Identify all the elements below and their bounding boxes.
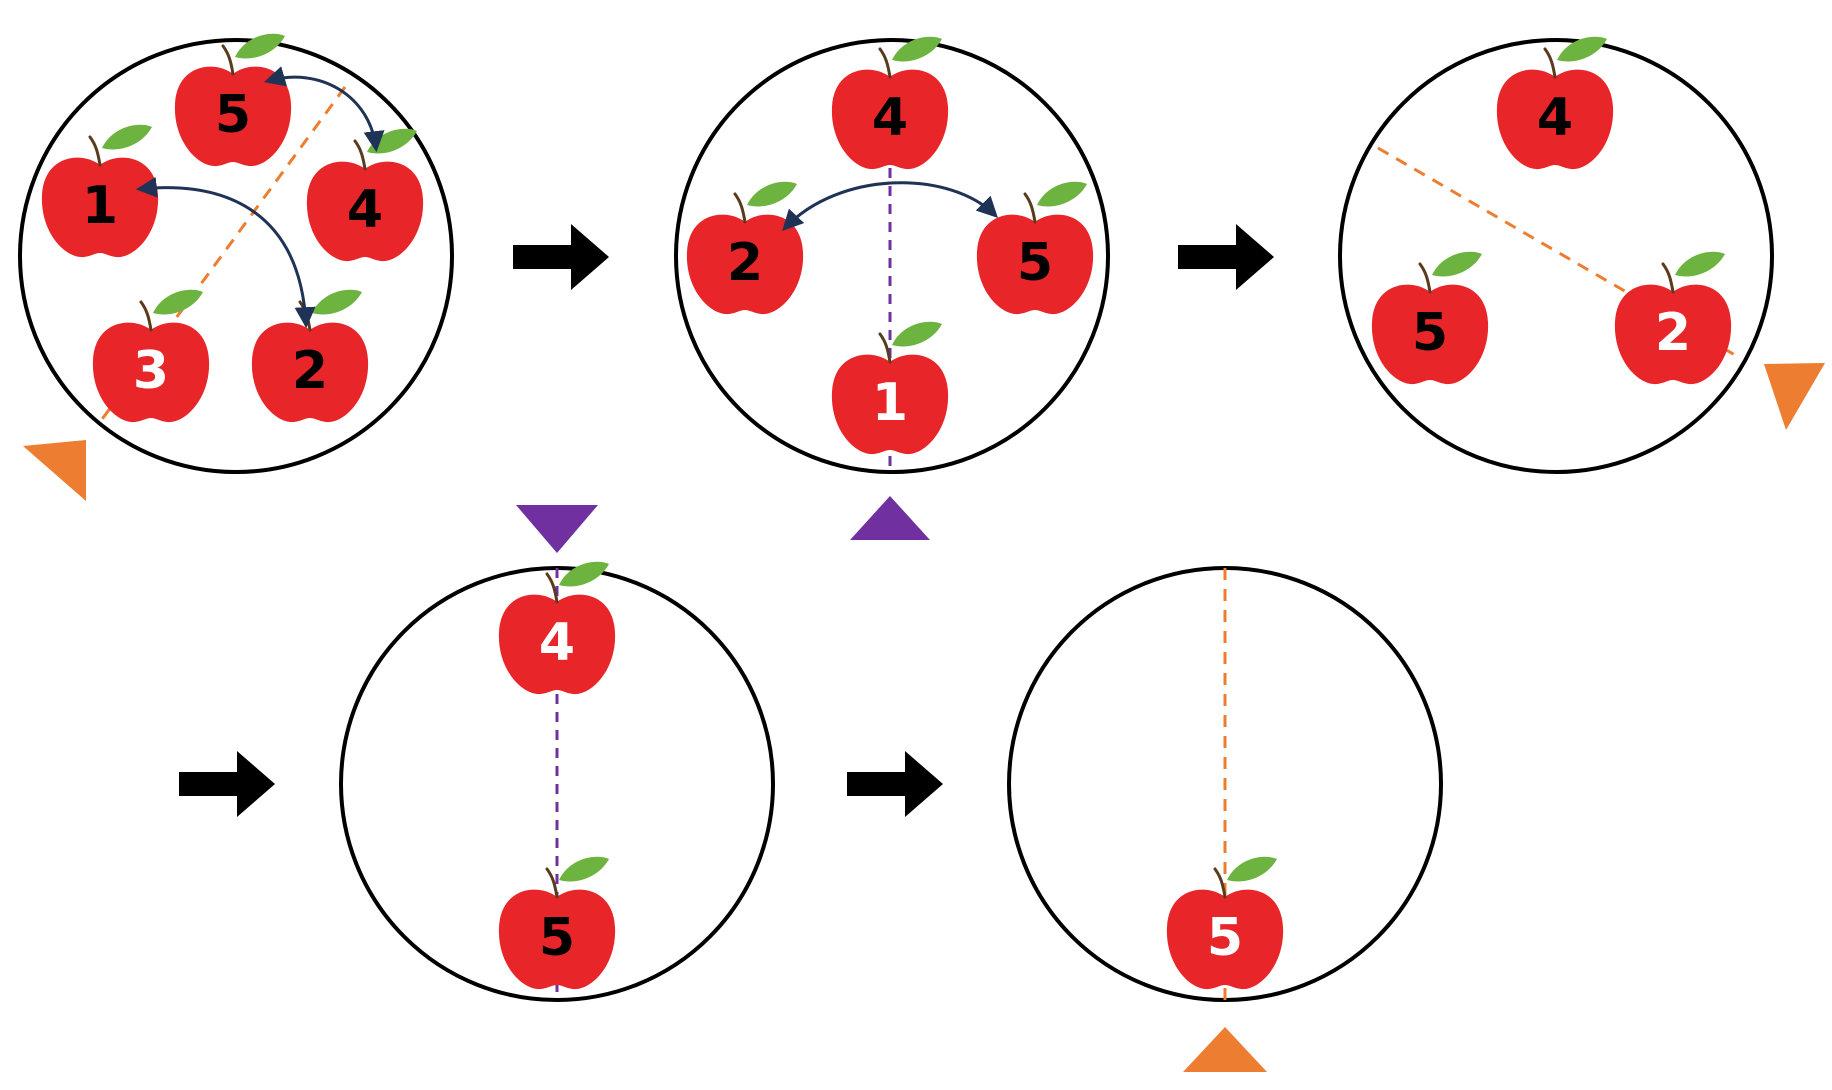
apple-label: 5 [539, 908, 575, 968]
apple-5: 5 [173, 32, 293, 168]
apple-label: 2 [292, 341, 328, 401]
apple-4: 4 [305, 127, 425, 263]
apple-2: 2 [250, 288, 370, 424]
apple-5: 5 [975, 180, 1095, 316]
swap-arrow-5-4-icon [263, 66, 385, 153]
apple-5: 5 [1165, 855, 1285, 991]
right-arrow-icon [1178, 224, 1274, 290]
apple-label: 4 [539, 613, 575, 673]
apple-label: 1 [872, 373, 908, 433]
apple-2: 2 [685, 180, 805, 316]
apple-4: 4 [1495, 35, 1615, 171]
step-4-pointer-icon [516, 505, 598, 553]
step-3-circle [1338, 38, 1774, 474]
step-5-panel: 5 [1007, 566, 1443, 1072]
apple-label: 3 [133, 341, 169, 401]
apple-label: 2 [1655, 303, 1691, 363]
apple-label: 1 [82, 176, 118, 236]
step-3-pointer-icon [1764, 363, 1825, 430]
step-2-pointer-icon [850, 496, 930, 540]
apple-5: 5 [1370, 250, 1490, 386]
step-1-circle [18, 38, 454, 474]
right-arrow-icon [847, 751, 943, 817]
right-arrow-icon [513, 224, 609, 290]
apple-1: 1 [40, 123, 160, 259]
apple-4: 4 [830, 35, 950, 171]
step-3-panel: 4 5 2 [1338, 35, 1825, 474]
step-1-panel: 5 4 1 3 2 [18, 32, 454, 501]
apple-label: 5 [1412, 303, 1448, 363]
step-1-pointer-icon [23, 440, 86, 501]
apple-label: 4 [1537, 88, 1573, 148]
step-5-pointer-icon [1183, 1027, 1267, 1072]
apple-1: 1 [830, 320, 950, 456]
apple-label: 2 [727, 233, 763, 293]
apple-label: 4 [347, 180, 383, 240]
apple-label: 5 [1017, 233, 1053, 293]
apple-3: 3 [91, 288, 211, 424]
step-4-panel: 4 5 [339, 505, 775, 1002]
apple-5: 5 [497, 855, 617, 991]
step-2-panel: 4 2 5 1 [674, 35, 1110, 540]
swap-arrow-1-2-icon [135, 176, 316, 329]
step-2-circle [674, 38, 1110, 474]
apple-label: 5 [215, 85, 251, 145]
apple-label: 5 [1207, 908, 1243, 968]
apple-label: 4 [872, 88, 908, 148]
apple-2: 2 [1613, 250, 1733, 386]
apple-4: 4 [497, 560, 617, 696]
swap-arrow-2-5-icon [782, 181, 998, 232]
right-arrow-icon [179, 751, 275, 817]
